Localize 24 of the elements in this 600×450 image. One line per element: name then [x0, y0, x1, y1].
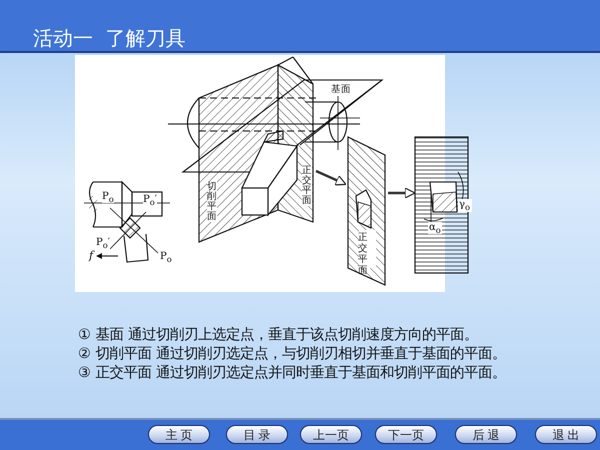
nav-button: 目 录 — [226, 425, 288, 444]
hollow-arrow — [315, 170, 347, 186]
plane-label: 基面 — [331, 85, 351, 94]
nav-button: 主 页 — [148, 425, 210, 444]
section-view-drawing — [414, 136, 470, 275]
nav-button: 后 退 — [455, 425, 517, 444]
plane-symbol: P$_{o}$′ — [96, 238, 110, 250]
nav-button: 上一页 — [300, 425, 362, 444]
definition-text: ③ 正交平面 通过切削刃选定点并同时垂直于基面和切削平面的平面。 — [78, 364, 506, 382]
definition-text: ① 基面 通过切削刃上选定点，垂直于该点切削速度方向的平面。 — [78, 326, 478, 344]
slide-title: 活动一 了解刀具 — [33, 27, 186, 49]
plane-label: 切削平面 — [207, 182, 217, 222]
plane-label: 正交平面 — [302, 166, 312, 206]
definition-text: ② 切削平面 通过切削刃选定点，与切削刃相切并垂直于基面的平面。 — [78, 345, 506, 363]
nav-button: 下一页 — [375, 425, 437, 444]
nav-button: 退 出 — [535, 425, 597, 444]
hollow-arrow — [388, 187, 416, 199]
plane-symbol: P$_{o}$ — [102, 192, 114, 204]
plane-symbol: P$_{o}$′ — [143, 195, 158, 206]
plane-label: 正交平面 — [358, 232, 368, 276]
angle-symbol: γ$_{o}$ — [459, 200, 470, 212]
feed-symbol: f — [89, 250, 94, 261]
plane-symbol: P$_{o}$ — [160, 252, 172, 264]
angle-symbol: α$_{o}$ — [429, 223, 441, 234]
